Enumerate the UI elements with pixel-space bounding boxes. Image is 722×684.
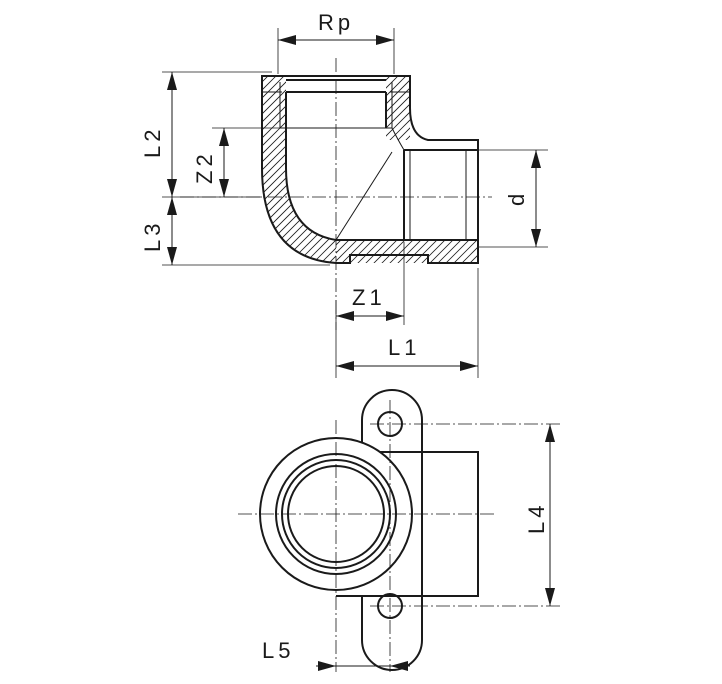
section-view bbox=[180, 58, 514, 330]
front-view bbox=[238, 389, 560, 672]
label-z2: Z2 bbox=[192, 150, 217, 184]
hatch-line bbox=[386, 76, 410, 140]
hatch-line bbox=[262, 76, 336, 263]
hatch-line bbox=[262, 76, 336, 263]
hatch-line bbox=[386, 76, 389, 140]
label-l4: L4 bbox=[524, 502, 549, 534]
hatch-line bbox=[408, 76, 410, 140]
hatch-line bbox=[281, 76, 336, 263]
hatch-line bbox=[262, 76, 336, 263]
hatch-line bbox=[262, 76, 336, 263]
hatch-line bbox=[386, 76, 397, 140]
hatch-line bbox=[386, 76, 405, 140]
hatch-line bbox=[386, 76, 410, 140]
label-l3: L3 bbox=[140, 220, 165, 252]
hatch-line bbox=[262, 76, 315, 263]
label-l5: L5 bbox=[262, 638, 294, 663]
hatch-line bbox=[262, 76, 267, 263]
label-z1: Z1 bbox=[352, 285, 386, 310]
hatch-line bbox=[454, 240, 478, 263]
horizontal-bore bbox=[336, 149, 478, 241]
label-l2: L2 bbox=[140, 126, 165, 158]
internal-diagonal bbox=[335, 151, 393, 241]
hatch-line bbox=[400, 76, 410, 140]
hatch-line bbox=[273, 76, 336, 263]
hatch-line bbox=[262, 76, 275, 263]
front-dimensions bbox=[316, 424, 555, 671]
outlet-body bbox=[336, 451, 479, 597]
hatch-line bbox=[265, 76, 336, 263]
hatch-line bbox=[386, 76, 410, 140]
hatch-line bbox=[262, 76, 336, 263]
bend-arc bbox=[391, 127, 405, 151]
horizontal-thread bbox=[409, 150, 467, 240]
hatch-line bbox=[417, 70, 492, 145]
label-d: d bbox=[504, 190, 529, 206]
hatch-line bbox=[262, 76, 307, 263]
hatch-line bbox=[262, 76, 336, 263]
hatch-line bbox=[392, 76, 410, 140]
extension-lines bbox=[162, 28, 548, 378]
hatch-line bbox=[386, 76, 410, 140]
dimension-lines bbox=[167, 35, 541, 371]
mounting-flange bbox=[346, 389, 423, 671]
hatch-line bbox=[262, 76, 336, 263]
hatch-line bbox=[386, 76, 410, 140]
hatch-line bbox=[386, 76, 410, 140]
hatch-line bbox=[479, 235, 514, 270]
hatch-line bbox=[262, 76, 291, 263]
elbow-outer-contour bbox=[261, 75, 479, 264]
label-l1: L1 bbox=[388, 335, 420, 360]
hatch-line bbox=[386, 76, 410, 140]
label-rp: Rp bbox=[318, 10, 354, 35]
hatch-line bbox=[262, 76, 299, 263]
hatch-line bbox=[262, 76, 283, 263]
hatch-line bbox=[305, 70, 380, 145]
dimension-labels: Rp L2 Z2 L3 d Z1 L1 L4 L5 bbox=[140, 10, 549, 663]
